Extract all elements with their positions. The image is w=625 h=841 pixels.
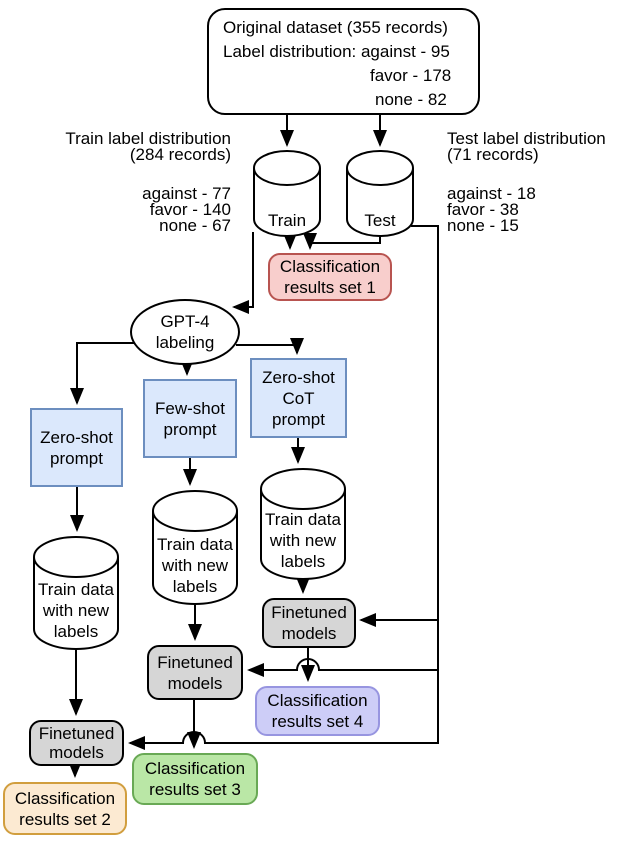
dataset-line: none - 82: [375, 89, 447, 109]
finetuned-models-box-middle: Finetuned models: [147, 645, 243, 700]
test-distribution-title: Test label distribution (71 records): [447, 129, 625, 164]
cylinder-label: with new: [42, 601, 110, 620]
dataset-line: Label distribution: against - 95: [223, 41, 450, 61]
result-line: results set 1: [284, 278, 376, 297]
train-data-new-labels-cylinder-left: Train data with new labels: [33, 536, 119, 650]
result-line: Classification: [279, 257, 381, 276]
cylinder-shape: [33, 536, 119, 650]
finetuned-line: Finetuned: [38, 724, 115, 743]
cylinder-shape: [152, 490, 238, 605]
prompt-line: CoT: [282, 388, 315, 408]
finetuned-line: models: [281, 624, 337, 643]
prompt-line: prompt: [272, 409, 325, 429]
prompt-line: Zero-shot: [262, 367, 335, 387]
finetuned-models-box-left: Finetuned models: [29, 720, 124, 766]
gpt4-labeling-ellipse: GPT-4 labeling: [130, 299, 240, 365]
finetuned-line: models: [49, 743, 104, 762]
few-shot-prompt-box: Few-shot prompt: [143, 379, 237, 458]
result-line: results set 2: [19, 809, 111, 829]
result-line: Classification: [144, 759, 246, 778]
cylinder-label: labels: [280, 552, 326, 571]
cylinder-label: with new: [161, 556, 229, 575]
cylinder-label: Train: [267, 211, 307, 230]
ellipse-line: GPT-4: [160, 312, 210, 331]
edge-train-to-gpt4: [232, 232, 254, 314]
text-line: against - 77: [142, 184, 231, 203]
train-data-new-labels-cylinder-middle: Train data with new labels: [152, 490, 238, 605]
classification-results-set3-box: Classification results set 3: [132, 753, 258, 805]
text-line: Train label distribution: [65, 129, 231, 148]
text-line: favor - 140: [149, 200, 231, 219]
edge-gpt4-to-cot: [236, 338, 304, 355]
text-line: favor - 38: [447, 200, 519, 219]
cylinder-shape: [253, 150, 321, 237]
train-cylinder: Train: [253, 150, 321, 237]
finetuned-line: models: [167, 673, 223, 693]
classification-results-set4-box: Classification results set 4: [255, 686, 380, 736]
original-dataset-box: Original dataset (355 records) Label dis…: [207, 8, 480, 115]
ellipse-line: labeling: [155, 333, 215, 352]
text-line: Test label distribution: [447, 129, 606, 148]
prompt-line: prompt: [163, 419, 217, 439]
cylinder-label: Train data: [157, 535, 233, 554]
edge-gpt4-to-zeroshot: [70, 342, 134, 405]
text-line: (71 records): [447, 145, 539, 164]
text-line: none - 15: [447, 216, 519, 235]
edge-test-to-set1: [303, 233, 381, 250]
cylinder-label: Train data: [38, 580, 114, 599]
finetuned-models-box-right: Finetuned models: [262, 598, 356, 648]
cylinder-label: labels: [172, 577, 218, 596]
train-distribution-counts: against - 77 favor - 140 none - 67: [28, 184, 231, 235]
classification-results-set1-box: Classification results set 1: [268, 253, 392, 301]
cylinder-label: Train data: [265, 510, 341, 529]
test-distribution-counts: against - 18 favor - 38 none - 15: [447, 184, 625, 235]
text-line: none - 67: [159, 216, 231, 235]
train-distribution-title: Train label distribution (284 records): [28, 129, 231, 164]
test-cylinder: Test: [346, 150, 414, 237]
text-line: (284 records): [129, 145, 231, 164]
finetuned-line: Finetuned: [271, 603, 347, 622]
zero-shot-cot-prompt-box: Zero-shot CoT prompt: [250, 358, 347, 438]
prompt-line: prompt: [50, 448, 103, 468]
text-line: against - 18: [447, 184, 536, 203]
train-data-new-labels-cylinder-right: Train data with new labels: [260, 468, 346, 580]
result-line: results set 4: [271, 712, 364, 731]
cylinder-shape: [260, 468, 346, 580]
cylinder-label: labels: [53, 622, 99, 641]
cylinder-shape: [346, 150, 414, 237]
dataset-line: Original dataset (355 records): [223, 17, 448, 37]
zero-shot-prompt-box: Zero-shot prompt: [30, 408, 123, 487]
prompt-line: Zero-shot: [40, 427, 113, 447]
edge-test-trunk-to-ftleft: [128, 225, 439, 750]
result-line: Classification: [267, 691, 368, 710]
edge-test-branch-to-ftmid: [247, 658, 438, 677]
classification-results-set2-box: Classification results set 2: [3, 782, 127, 835]
finetuned-line: Finetuned: [157, 652, 233, 672]
result-line: results set 3: [149, 780, 241, 799]
dataset-line: favor - 178: [370, 65, 452, 85]
result-line: Classification: [14, 788, 116, 808]
cylinder-label: with new: [269, 531, 337, 550]
cylinder-label: Test: [364, 211, 396, 230]
prompt-line: Few-shot: [155, 398, 225, 418]
